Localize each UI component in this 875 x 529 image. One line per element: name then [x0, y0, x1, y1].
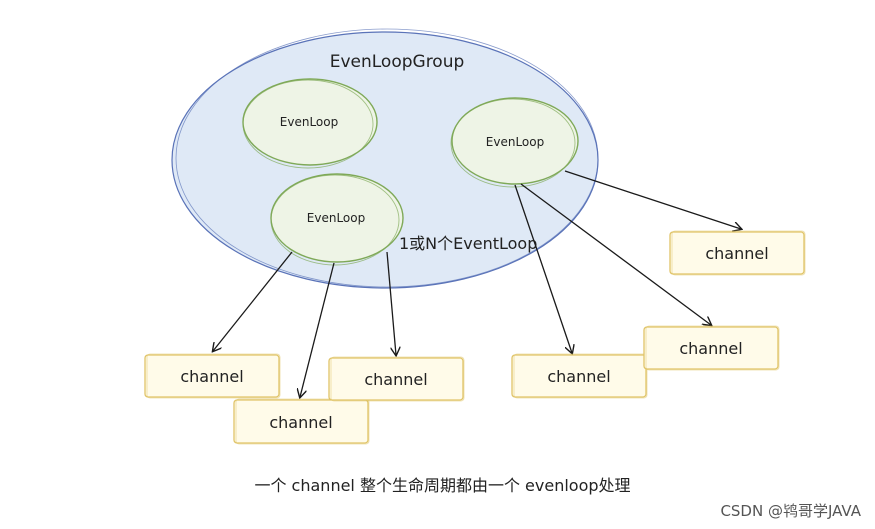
watermark: CSDN @鸨哥学JAVA	[720, 502, 861, 520]
eventloop-node-3: EvenLoop	[270, 173, 404, 266]
channel-label: channel	[705, 244, 768, 263]
channel-label: channel	[364, 370, 427, 389]
eventloop-label: EvenLoop	[486, 135, 544, 149]
arrow	[514, 184, 572, 353]
channel-label: channel	[679, 339, 742, 358]
eventloop-node-1: EvenLoop	[242, 78, 378, 169]
channel-label: channel	[180, 367, 243, 386]
diagram-caption: 一个 channel 整个生命周期都由一个 evenloop处理	[254, 476, 631, 495]
group-label: EvenLoopGroup	[330, 52, 465, 72]
eventloop-count-label: 1或N个EventLoop	[399, 234, 537, 253]
channel-box: channel	[643, 325, 780, 371]
arrow	[300, 262, 335, 397]
arrow	[213, 251, 293, 351]
channel-box: channel	[328, 356, 465, 402]
channel-box: channel	[233, 398, 370, 445]
eventloop-node-2: EvenLoop	[450, 97, 579, 188]
arrows	[213, 170, 741, 397]
channel-label: channel	[269, 413, 332, 432]
channel-box: channel	[511, 353, 648, 399]
eventloop-label: EvenLoop	[280, 115, 338, 129]
arrow	[564, 170, 741, 229]
channel-label: channel	[547, 367, 610, 386]
arrow	[520, 183, 711, 325]
channel-box: channel	[144, 353, 281, 399]
channel-box: channel	[669, 230, 806, 276]
arrow	[386, 251, 396, 355]
eventloop-label: EvenLoop	[307, 211, 365, 225]
